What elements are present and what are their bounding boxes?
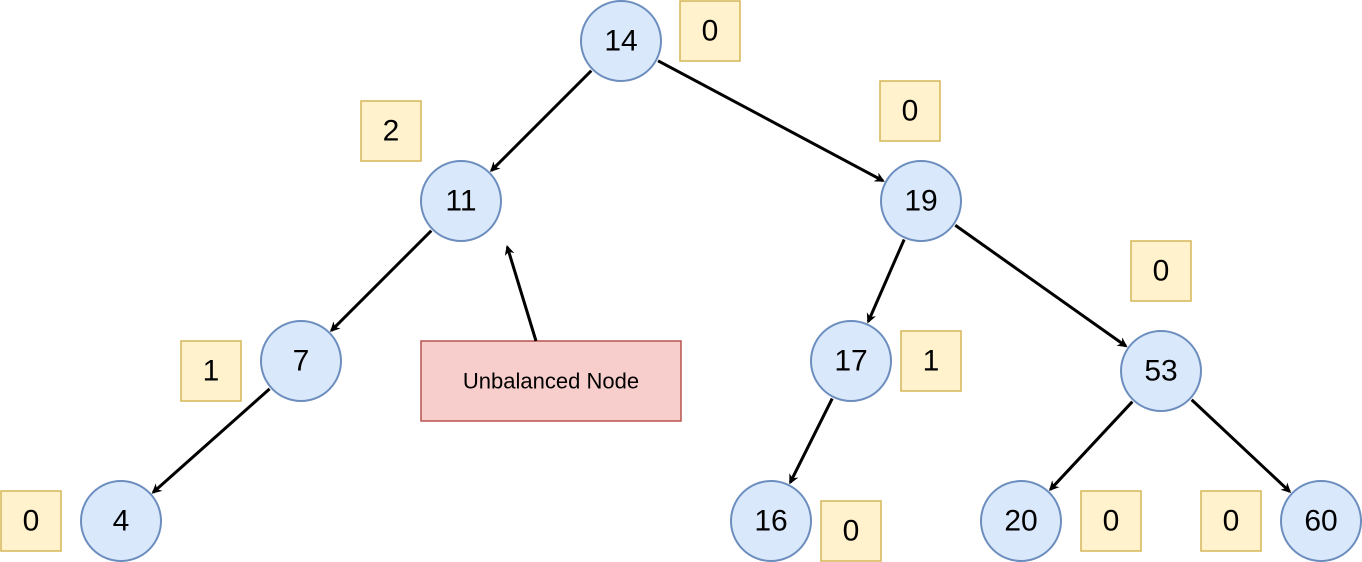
edge-n11-n7 — [329, 229, 433, 333]
node-label: 16 — [754, 505, 787, 538]
node-label: 60 — [1304, 505, 1337, 538]
tree-node: 16 — [730, 480, 812, 562]
balance-factor-box — [900, 330, 962, 392]
node-label: 4 — [113, 505, 130, 538]
balance-factor-value: 0 — [902, 95, 919, 128]
balance-factor-value: 1 — [923, 345, 940, 378]
balance-factor-badge: 1 — [180, 340, 242, 402]
balance-factor-box — [1200, 490, 1262, 552]
edge-n53-n20 — [1048, 400, 1134, 492]
balance-factor-badge: 0 — [1080, 490, 1142, 552]
balance-factor-box — [820, 500, 882, 562]
tree-node: 19 — [880, 160, 962, 242]
balance-factor-badge: 0 — [679, 0, 741, 62]
balance-factor-value: 0 — [23, 505, 40, 538]
balance-factor-box — [180, 340, 242, 402]
node-circle — [80, 480, 162, 562]
balance-factor-value: 0 — [1153, 255, 1170, 288]
node-circle — [880, 160, 962, 242]
balance-factor-badge: 0 — [1130, 240, 1192, 302]
node-circle — [810, 320, 892, 402]
balance-factor-value: 2 — [383, 115, 400, 148]
node-circle — [1280, 480, 1362, 562]
balance-factor-box — [360, 100, 422, 162]
balance-factor-badge: 1 — [900, 330, 962, 392]
callout-layer: Unbalanced Node — [420, 244, 682, 422]
node-circle — [260, 320, 342, 402]
edge-n7-n4 — [151, 387, 271, 494]
balance-factor-value: 0 — [1223, 505, 1240, 538]
balance-factor-value: 0 — [1103, 505, 1120, 538]
edge-n14-n11 — [489, 69, 593, 173]
balance-factor-box — [1130, 240, 1192, 302]
balance-factor-badge: 0 — [1200, 490, 1262, 552]
callout-arrow — [504, 244, 538, 342]
node-label: 53 — [1144, 355, 1177, 388]
tree-node: 11 — [420, 160, 502, 242]
tree-node: 7 — [260, 320, 342, 402]
tree-node: 53 — [1120, 330, 1202, 412]
tree-node: 20 — [980, 480, 1062, 562]
balance-factor-badge: 0 — [879, 80, 941, 142]
balance-factor-value: 0 — [843, 515, 860, 548]
balance-factor-badge: 2 — [360, 100, 422, 162]
tree-node: 14 — [580, 0, 662, 82]
node-label: 14 — [604, 25, 637, 58]
node-label: 11 — [445, 185, 476, 218]
unbalanced-node-callout-label: Unbalanced Node — [463, 369, 639, 394]
node-label: 19 — [904, 185, 937, 218]
node-circle — [1120, 330, 1202, 412]
node-circle — [730, 480, 812, 562]
node-label: 17 — [834, 345, 867, 378]
balance-factor-box — [879, 80, 941, 142]
balance-factor-value: 0 — [702, 15, 719, 48]
edge-n19-n53 — [954, 224, 1128, 348]
balance-factor-box — [0, 490, 62, 552]
balance-factor-badge: 0 — [0, 490, 62, 552]
balance-factor-box — [679, 0, 741, 62]
edges-layer — [151, 59, 1292, 494]
balance-factor-box — [1080, 490, 1142, 552]
balance-factor-value: 1 — [203, 355, 220, 388]
tree-node: 4 — [80, 480, 162, 562]
node-circle — [420, 160, 502, 242]
balance-factor-badge: 0 — [820, 500, 882, 562]
edge-n53-n60 — [1190, 398, 1292, 493]
edge-n19-n17 — [866, 238, 906, 324]
node-circle — [580, 0, 662, 82]
node-label: 20 — [1004, 505, 1037, 538]
tree-node: 60 — [1280, 480, 1362, 562]
unbalanced-node-callout — [420, 340, 682, 422]
tree-node: 17 — [810, 320, 892, 402]
node-label: 7 — [293, 345, 310, 378]
node-circle — [980, 480, 1062, 562]
edge-n14-n19 — [657, 59, 885, 183]
edge-n17-n16 — [788, 397, 834, 485]
